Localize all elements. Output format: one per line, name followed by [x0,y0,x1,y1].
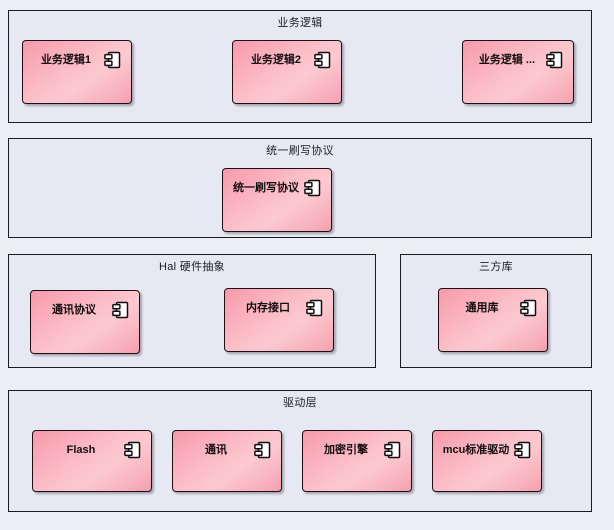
layer-title-third-party-library: 三方库 [479,261,513,273]
component-label-business-logic-1: 业务逻辑1 [40,54,92,66]
component-unified-flash-protocol-component[interactable]: 统一刷写协议 [222,168,332,232]
uml-component-icon [520,299,538,317]
component-encryption-engine-driver[interactable]: 加密引擎 [302,430,412,492]
uml-component-icon [112,301,130,319]
component-communication-driver[interactable]: 通讯 [172,430,282,492]
component-label-encryption-engine-driver: 加密引擎 [324,444,368,456]
component-communication-protocol[interactable]: 通讯协议 [30,290,140,354]
layer-title-business-logic: 业务逻辑 [277,17,323,29]
uml-component-icon [306,299,324,317]
component-general-library[interactable]: 通用库 [438,288,548,352]
component-business-logic-2[interactable]: 业务逻辑2 [232,40,342,104]
component-label-general-library: 通用库 [465,302,499,314]
component-label-business-logic-2: 业务逻辑2 [250,54,302,66]
component-flash-driver[interactable]: Flash [32,430,152,492]
uml-component-icon [124,441,142,459]
uml-component-icon [314,51,332,69]
component-label-communication-protocol: 通讯协议 [52,304,96,316]
component-label-communication-driver: 通讯 [205,444,227,456]
component-memory-interface[interactable]: 内存接口 [224,288,334,352]
layer-title-hal-hardware-abstraction: Hal 硬件抽象 [159,261,225,273]
uml-component-icon [304,179,322,197]
component-mcu-standard-driver[interactable]: mcu标准驱动 [432,430,542,492]
layer-title-unified-flash-protocol: 统一刷写协议 [266,145,334,157]
component-business-logic-n[interactable]: 业务逻辑 ... [462,40,574,104]
uml-component-icon [546,51,564,69]
component-label-business-logic-n: 业务逻辑 ... [478,54,536,66]
component-label-memory-interface: 内存接口 [246,302,290,314]
uml-component-icon [384,441,402,459]
component-label-flash-driver: Flash [66,444,96,456]
layer-title-driver-layer: 驱动层 [283,397,317,409]
component-label-unified-flash-protocol-component: 统一刷写协议 [233,182,299,194]
uml-component-icon [514,441,532,459]
uml-component-icon [254,441,272,459]
uml-component-icon [104,51,122,69]
component-business-logic-1[interactable]: 业务逻辑1 [22,40,132,104]
component-label-mcu-standard-driver: mcu标准驱动 [442,444,510,456]
